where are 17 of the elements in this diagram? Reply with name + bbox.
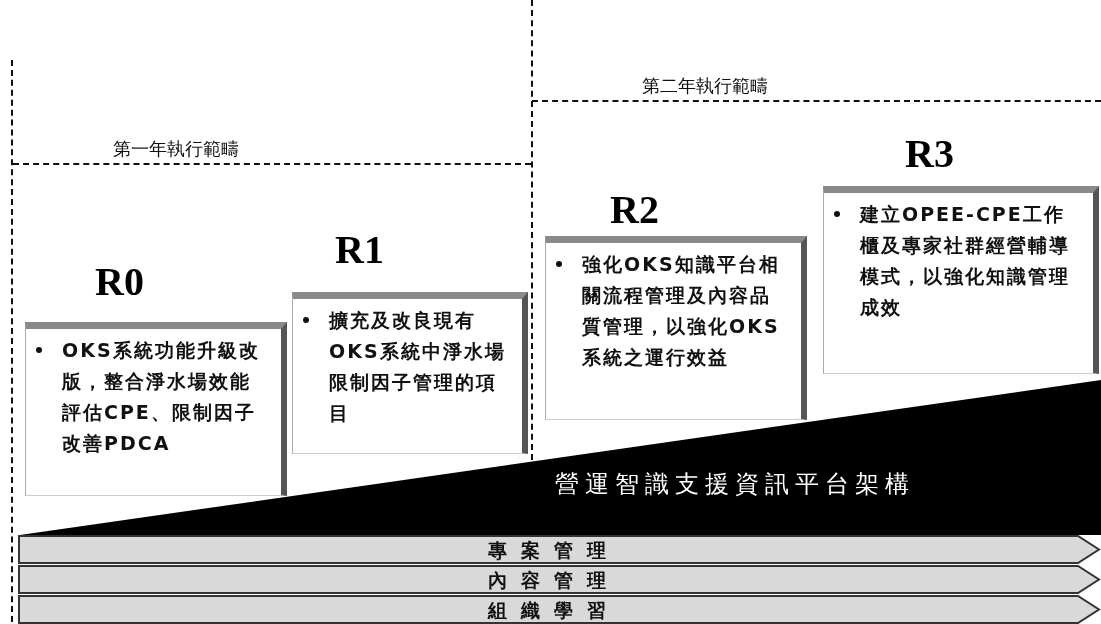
scope-label: 第一年執行範疇 — [113, 137, 239, 161]
bullet-text: OKS系統功能升級改版，整合淨水場效能評估CPE、限制因子改善PDCA — [62, 338, 261, 456]
stage-heading: R0 — [95, 260, 144, 304]
bullet-text: 強化OKS知識平台相關流程管理及內容品質管理，以強化OKS系統之運行效益 — [582, 252, 781, 370]
arrow-band — [18, 595, 1101, 624]
arrow-band — [18, 565, 1101, 594]
stage-heading: R3 — [905, 132, 954, 176]
bullet-text: 擴充及改良現有OKS系統中淨水場限制因子管理的項目 — [329, 308, 507, 426]
wedge-title: 營運智識支援資訊平台架構 — [555, 469, 915, 500]
band-label: 組織學習 — [488, 597, 620, 623]
stage-heading: R1 — [335, 228, 384, 272]
stage-heading: R2 — [610, 188, 659, 232]
band-label: 專案管理 — [488, 537, 620, 563]
band-label: 內容管理 — [488, 567, 620, 593]
bullet-text: 建立OPEE-CPE工作櫃及專家社群經營輔導模式，以強化知識管理成效 — [860, 202, 1071, 320]
scope-label: 第二年執行範疇 — [642, 74, 768, 98]
arrow-band — [18, 535, 1101, 564]
